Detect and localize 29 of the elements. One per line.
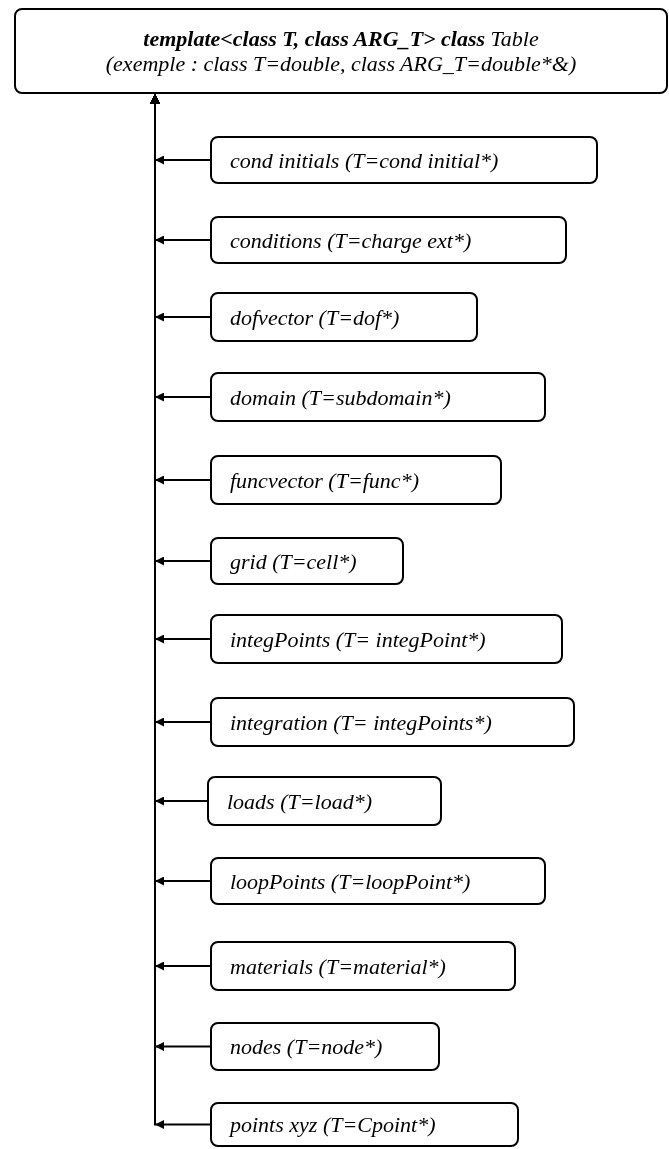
class-label: loads (T=load*) xyxy=(226,788,374,814)
class-label: materials (T=material*) xyxy=(229,953,447,979)
class-label: nodes (T=node*) xyxy=(229,1034,384,1059)
subclass-box xyxy=(210,857,546,905)
class-label: conditions (T=charge ext*) xyxy=(229,227,473,253)
example-note: (exemple : class T=double, class ARG_T=double*&) xyxy=(105,51,577,76)
class-label: loopPoints (T=loopPoint*) xyxy=(229,868,472,894)
class-label: grid (T=cell*) xyxy=(229,548,358,574)
subclass-box xyxy=(210,1102,519,1147)
class-label: integPoints (T= integPoint*) xyxy=(229,626,487,652)
subclass-box xyxy=(210,537,404,585)
subclass-box xyxy=(210,216,567,264)
subclass-box xyxy=(210,1022,440,1071)
class-label: funcvector (T=func*) xyxy=(229,467,420,493)
subclass-box xyxy=(210,941,516,991)
subclass-box xyxy=(207,776,442,826)
class-label: dofvector (T=dof*) xyxy=(229,304,401,330)
subclass-box xyxy=(210,372,546,422)
class-label: cond initials (T=cond initial*) xyxy=(229,147,500,173)
class-box xyxy=(14,8,668,94)
subclass-box xyxy=(210,697,575,747)
subclass-box xyxy=(210,614,563,664)
subclass-box xyxy=(210,292,478,342)
class-label: integration (T= integPoints*) xyxy=(229,709,493,735)
class-label: points xyz (T=Cpoint*) xyxy=(228,1112,437,1137)
subclass-box xyxy=(210,455,502,505)
class-label: domain (T=subdomain*) xyxy=(229,384,452,410)
class-declaration: template<class T, class ARG_T> class Table xyxy=(143,26,539,51)
subclass-box xyxy=(210,136,598,184)
